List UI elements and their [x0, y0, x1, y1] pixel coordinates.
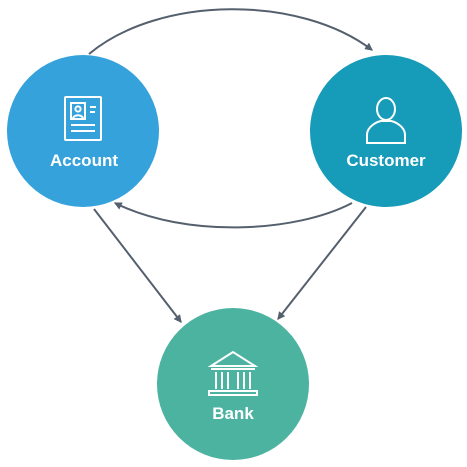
node-account[interactable]: Account — [7, 55, 159, 207]
edge-account-to-bank — [93, 208, 182, 323]
account-label: Account — [50, 151, 118, 170]
bank-building-icon — [207, 350, 259, 396]
edges — [88, 8, 373, 323]
bank-label: Bank — [212, 404, 254, 423]
edge-customer-to-account — [113, 202, 353, 229]
edge-customer-to-bank — [277, 206, 367, 320]
edge-account-to-customer — [88, 8, 373, 55]
person-icon — [366, 97, 406, 144]
node-customer[interactable]: Customer — [310, 55, 462, 207]
bank-circle — [157, 308, 309, 460]
account-card-icon — [64, 96, 102, 141]
node-bank[interactable]: Bank — [157, 308, 309, 460]
customer-circle — [310, 55, 462, 207]
customer-label: Customer — [346, 151, 426, 170]
